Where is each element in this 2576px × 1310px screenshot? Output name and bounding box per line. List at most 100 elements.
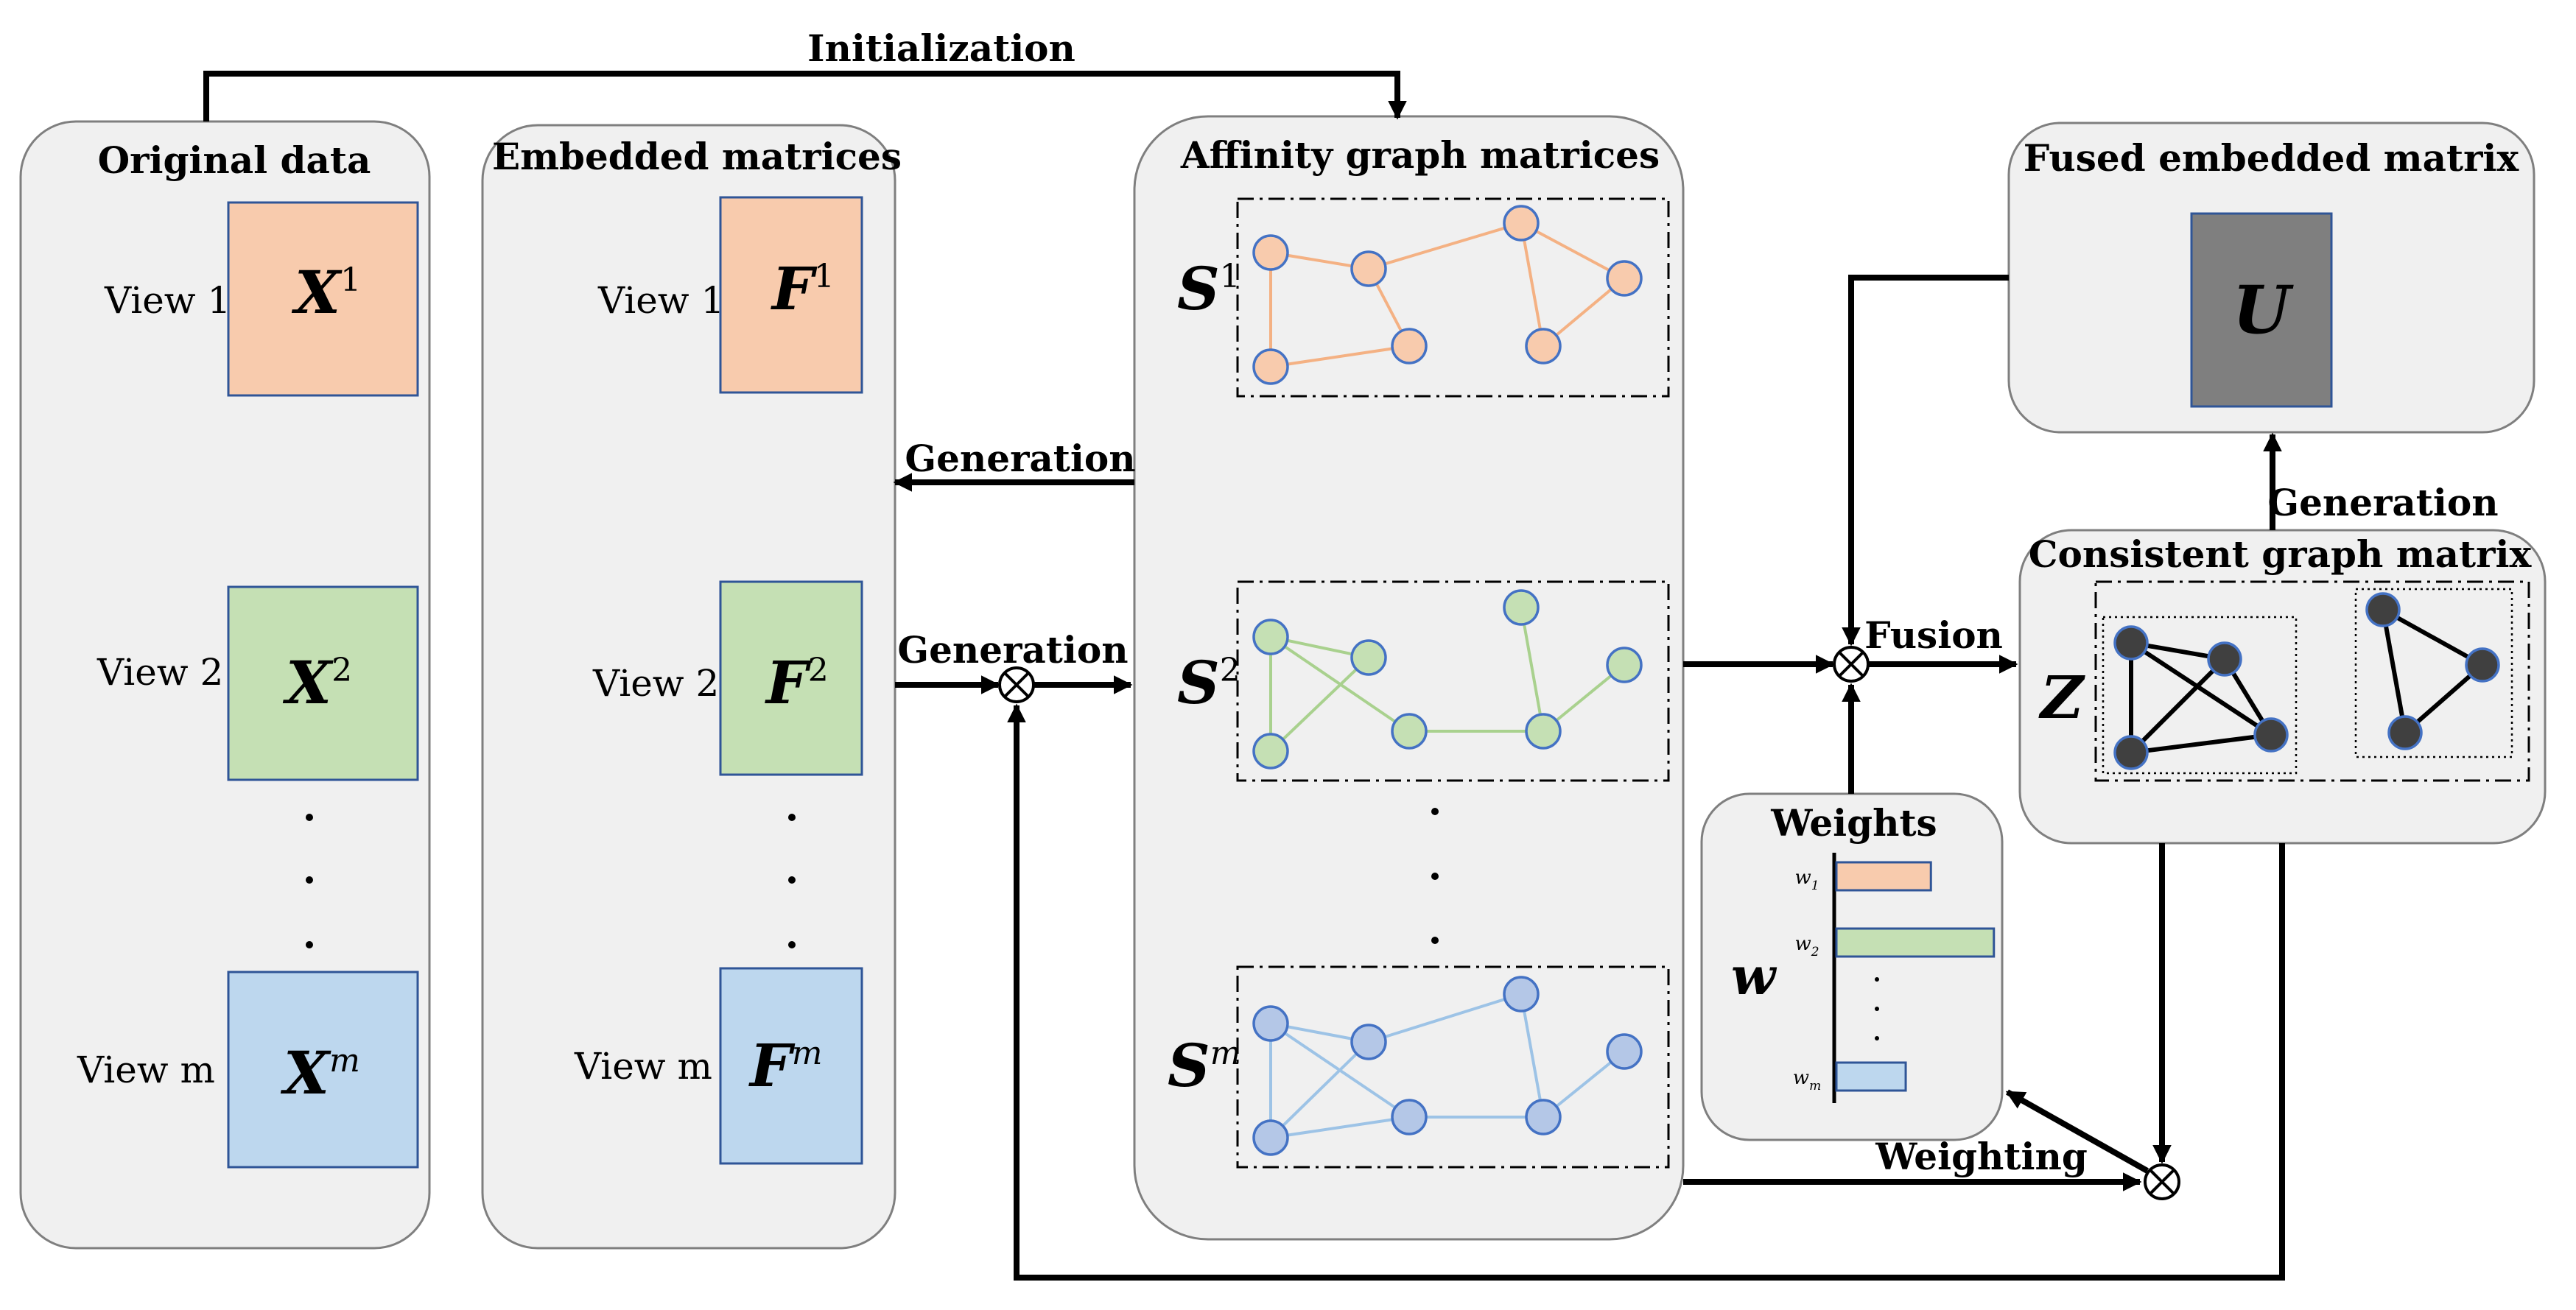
consistent-graph-box — [2094, 580, 2530, 782]
feedback-loop-arrow — [1007, 703, 2285, 1281]
matrix-x2-symbol: X2 — [282, 648, 352, 717]
matrix-u — [2190, 212, 2333, 408]
graph-sm-edge — [1270, 1116, 1410, 1139]
embedded-view-2-label: View 2 — [592, 662, 719, 705]
graph-sm-edge — [1269, 1040, 1370, 1139]
graph-s1-edge — [1520, 222, 1625, 280]
weights-title: Weights — [1770, 801, 1937, 845]
graph-s2-edge — [1520, 607, 1545, 732]
graph-sm-node — [1391, 1099, 1428, 1135]
consistent-cluster-2-box — [2354, 588, 2513, 758]
matrix-xm — [227, 971, 419, 1169]
graph-z-edge — [2130, 733, 2272, 755]
graph-s2-node — [1525, 713, 1562, 750]
graph-z-edge — [2382, 608, 2484, 667]
matrix-f2-symbol: F2 — [765, 648, 829, 717]
graph-z-node — [2387, 715, 2423, 750]
consistent-graph-title: Consistent graph matrix — [2029, 532, 2533, 576]
otimes-weighting — [2144, 1163, 2180, 1200]
original-view-1-label: View 1 — [104, 279, 231, 322]
original-view-2: View 2 X2 — [96, 585, 419, 781]
generation-label-right: Generation — [2267, 481, 2498, 524]
graph-sm-node — [1252, 1119, 1289, 1156]
matrix-u-symbol: U — [2233, 271, 2295, 349]
graph-sm-edge — [1520, 993, 1545, 1118]
weight-bar-1 — [1835, 861, 1932, 892]
original-data-title: Original data — [98, 138, 371, 182]
graph-z-node — [2365, 592, 2401, 627]
embedded-view-1-label: View 1 — [597, 279, 724, 322]
graph-z-node — [2113, 735, 2149, 770]
embedded-view-2: View 2 F2 — [592, 580, 863, 776]
graph-s2-edge — [1269, 656, 1370, 753]
affinity-s1-symbol: S1 — [1177, 254, 1240, 323]
generation-label-mid: Generation — [897, 628, 1128, 672]
initialization-arrow — [203, 71, 1407, 122]
affinity-graph-s1-box — [1236, 197, 1670, 398]
fusion-label: Fusion — [1864, 613, 2003, 657]
weight-bar-label-1: w1 — [1794, 867, 1819, 893]
matrix-f1-symbol: F1 — [771, 254, 835, 323]
matrix-x1 — [227, 201, 419, 397]
matrix-f1 — [719, 196, 863, 394]
graph-s1-edge — [1368, 222, 1522, 270]
graph-s1-edge — [1270, 345, 1410, 368]
graph-z-node — [2113, 625, 2149, 661]
graph-s1 — [1252, 205, 1643, 385]
weight-bar-2 — [1835, 927, 1996, 958]
affinity-sm-symbol: Sm — [1168, 1031, 1241, 1100]
affinity-ellipsis — [1431, 808, 1439, 944]
graph-s1-node — [1391, 328, 1428, 365]
original-data-panel — [19, 120, 431, 1250]
affinity-graph-title: Affinity graph matrices — [1180, 133, 1660, 177]
generation-label-top: Generation — [905, 437, 1135, 480]
graph-s2-node — [1350, 639, 1387, 676]
graph-s2-node — [1606, 647, 1643, 683]
matrix-fm — [719, 967, 863, 1165]
fused-embedded-title: Fused embedded matrix — [2024, 136, 2520, 180]
graph-sm-node — [1525, 1099, 1562, 1135]
graph-s1-edge — [1520, 222, 1545, 347]
original-view-1: View 1 X1 — [104, 201, 419, 397]
original-ellipsis — [306, 814, 313, 948]
consistent-cluster-1-box — [2102, 616, 2298, 775]
matrix-xm-symbol: Xm — [280, 1038, 360, 1107]
graph-s2 — [1252, 589, 1643, 770]
graph-sm-node — [1606, 1033, 1643, 1070]
graph-s2-node — [1391, 713, 1428, 750]
graph-s1-node — [1350, 250, 1387, 287]
graph-s2-node — [1252, 733, 1289, 770]
graph-s1-node — [1606, 260, 1643, 297]
affinity-s2-symbol: S2 — [1177, 648, 1240, 717]
weights-w-symbol: w — [1731, 945, 1777, 1007]
weight-bar-3 — [1835, 1061, 1907, 1092]
weight-bar-label-3: wm — [1793, 1067, 1821, 1094]
graph-z-node — [2253, 717, 2289, 753]
affinity-graph-sm-box — [1236, 965, 1670, 1169]
otimes-generation — [998, 666, 1035, 703]
matrix-x1-symbol: X1 — [291, 258, 361, 327]
graph-z-edge — [2129, 657, 2227, 755]
weighting-label: Weighting — [1875, 1135, 2088, 1178]
consistent-z-symbol: Z — [2038, 663, 2085, 732]
embedded-ellipsis — [788, 814, 796, 948]
graph-z-edge — [2130, 641, 2273, 737]
embedded-matrices-title: Embedded matrices — [492, 135, 902, 178]
graph-s1-node — [1525, 328, 1562, 365]
graph-z — [2113, 592, 2500, 770]
fused-to-fusion — [1842, 275, 2009, 647]
graph-z-node — [2465, 647, 2500, 683]
embedded-view-m-label: View m — [574, 1045, 712, 1088]
graph-z-edge — [2381, 609, 2407, 733]
embedded-view-m: View m Fm — [574, 967, 863, 1165]
graph-sm-node — [1252, 1005, 1289, 1042]
graph-s2-node — [1252, 619, 1289, 655]
matrix-x2 — [227, 585, 419, 781]
matrix-f2 — [719, 580, 863, 776]
initialization-label: Initialization — [807, 27, 1075, 70]
graph-s2-node — [1503, 589, 1540, 626]
affinity-graph-s2-box — [1236, 580, 1670, 782]
original-view-m-label: View m — [77, 1049, 215, 1091]
